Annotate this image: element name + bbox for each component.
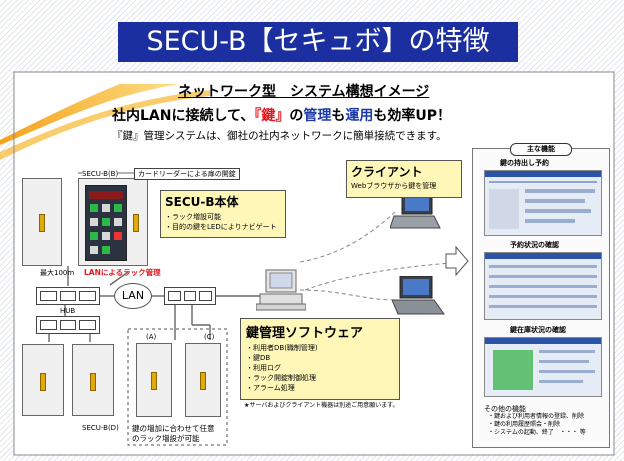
slide-title: SECU-B【セキュボ】の特徴 <box>118 22 518 62</box>
arrow-right-icon <box>445 246 469 276</box>
rack-c-label: (C) <box>204 333 215 341</box>
hub-label: HUB <box>60 307 76 315</box>
lan-cloud: LAN <box>114 283 152 309</box>
description: 『鍵』管理システムは、御社の社内ネットワークに簡単接続できます。 <box>112 130 447 142</box>
expansion-text: 鍵の増加に合わせて任意 <box>132 424 215 433</box>
feature-label: 予約状況の確認 <box>510 241 559 249</box>
expansion-text: のラック増設が可能 <box>132 434 200 443</box>
secub-main-title: SECU-B本体 <box>165 195 239 209</box>
lead-part: の <box>289 108 304 124</box>
secub-d-label: SECU-B(D) <box>82 424 119 432</box>
other-features-list: ・鍵および利用者情報の登録、削除 ・鍵の利用履歴照会・削除 ・システムの起動、終… <box>488 413 586 437</box>
lead-part: も効率UP！ <box>373 108 451 124</box>
software-title: 鍵管理ソフトウェア <box>246 326 364 341</box>
lead-manage: 管理 <box>303 108 332 124</box>
software-item: ・利用者DB(職制管理) <box>246 344 318 352</box>
software-callout: 鍵管理ソフトウェア ・利用者DB(職制管理) ・鍵DB ・利用ログ ・ラック開錠… <box>240 318 400 400</box>
lead-part: も <box>331 108 346 124</box>
lead-operate: 運用 <box>345 108 374 124</box>
lead-key: 『鍵』 <box>254 108 290 124</box>
client-laptop-icon <box>392 276 445 315</box>
equipment-note: ★サーバおよびクライアント機器は別途ご用意願います。 <box>244 402 399 409</box>
secub-main-item: ・ラック増設可能 <box>165 213 221 221</box>
subtitle: ネットワーク型 システム構想イメージ <box>178 84 430 100</box>
other-feature-item: ・鍵の利用履歴照会・削除 <box>488 421 561 428</box>
expansion-note: 鍵の増加に合わせて任意 のラック増設が可能 <box>132 424 215 444</box>
client-title: クライアント <box>351 165 423 179</box>
screenshot-reservation-status <box>484 252 602 320</box>
secub-b-label: SECU-B(B) <box>82 170 119 178</box>
rack-cabinet-a <box>136 343 172 417</box>
other-feature-item: ・システムの起動、終了 ・・・ 等 <box>488 429 586 436</box>
card-reader-label: カードリーダーによる扉の開錠 <box>134 168 240 180</box>
switch-lan <box>164 287 216 305</box>
software-item: ・ラック開錠制御処理 <box>246 374 316 382</box>
secub-main-item: ・目的の鍵をLEDによりナビゲート <box>165 223 277 231</box>
features-header: 主な機能 <box>510 143 572 156</box>
client-laptop-icon <box>390 192 441 229</box>
feature-label: 鍵在庫状況の確認 <box>510 326 566 334</box>
client-callout: クライアント Webブラウザから鍵を管理 <box>346 160 462 198</box>
client-desc: Webブラウザから鍵を管理 <box>351 182 437 190</box>
max-distance-label: 最大100m <box>40 269 75 277</box>
other-feature-item: ・鍵および利用者情報の登録、削除 <box>488 413 585 420</box>
rack-a-label: (A) <box>146 333 157 341</box>
feature-label: 鍵の持出し予約 <box>500 159 549 167</box>
software-item: ・利用ログ <box>246 364 281 372</box>
lan-rack-label: LANによるラック管理 <box>84 268 161 277</box>
rack-cabinet <box>72 344 114 416</box>
lead-text: 社内LANに接続して、『鍵』の管理も運用も効率UP！ <box>112 105 451 125</box>
switch-hub-top <box>36 287 100 305</box>
software-item: ・アラーム処理 <box>246 384 295 392</box>
rack-cabinet <box>22 178 62 266</box>
switch-hub-bottom <box>36 316 100 334</box>
screenshot-reservation <box>484 170 602 236</box>
lead-part: 社内LANに接続して、 <box>112 108 255 124</box>
secub-main-callout: SECU-B本体 ・ラック増設可能 ・目的の鍵をLEDによりナビゲート <box>160 190 286 238</box>
key-panel <box>85 185 127 261</box>
software-item: ・鍵DB <box>246 354 271 362</box>
screenshot-stock-status <box>484 337 602 397</box>
other-features-title: その他の機能 <box>484 405 526 413</box>
rack-cabinet-c <box>185 343 221 417</box>
server-pc-icon <box>256 269 306 311</box>
rack-cabinet <box>22 344 64 416</box>
secub-key-cabinet <box>78 178 148 266</box>
